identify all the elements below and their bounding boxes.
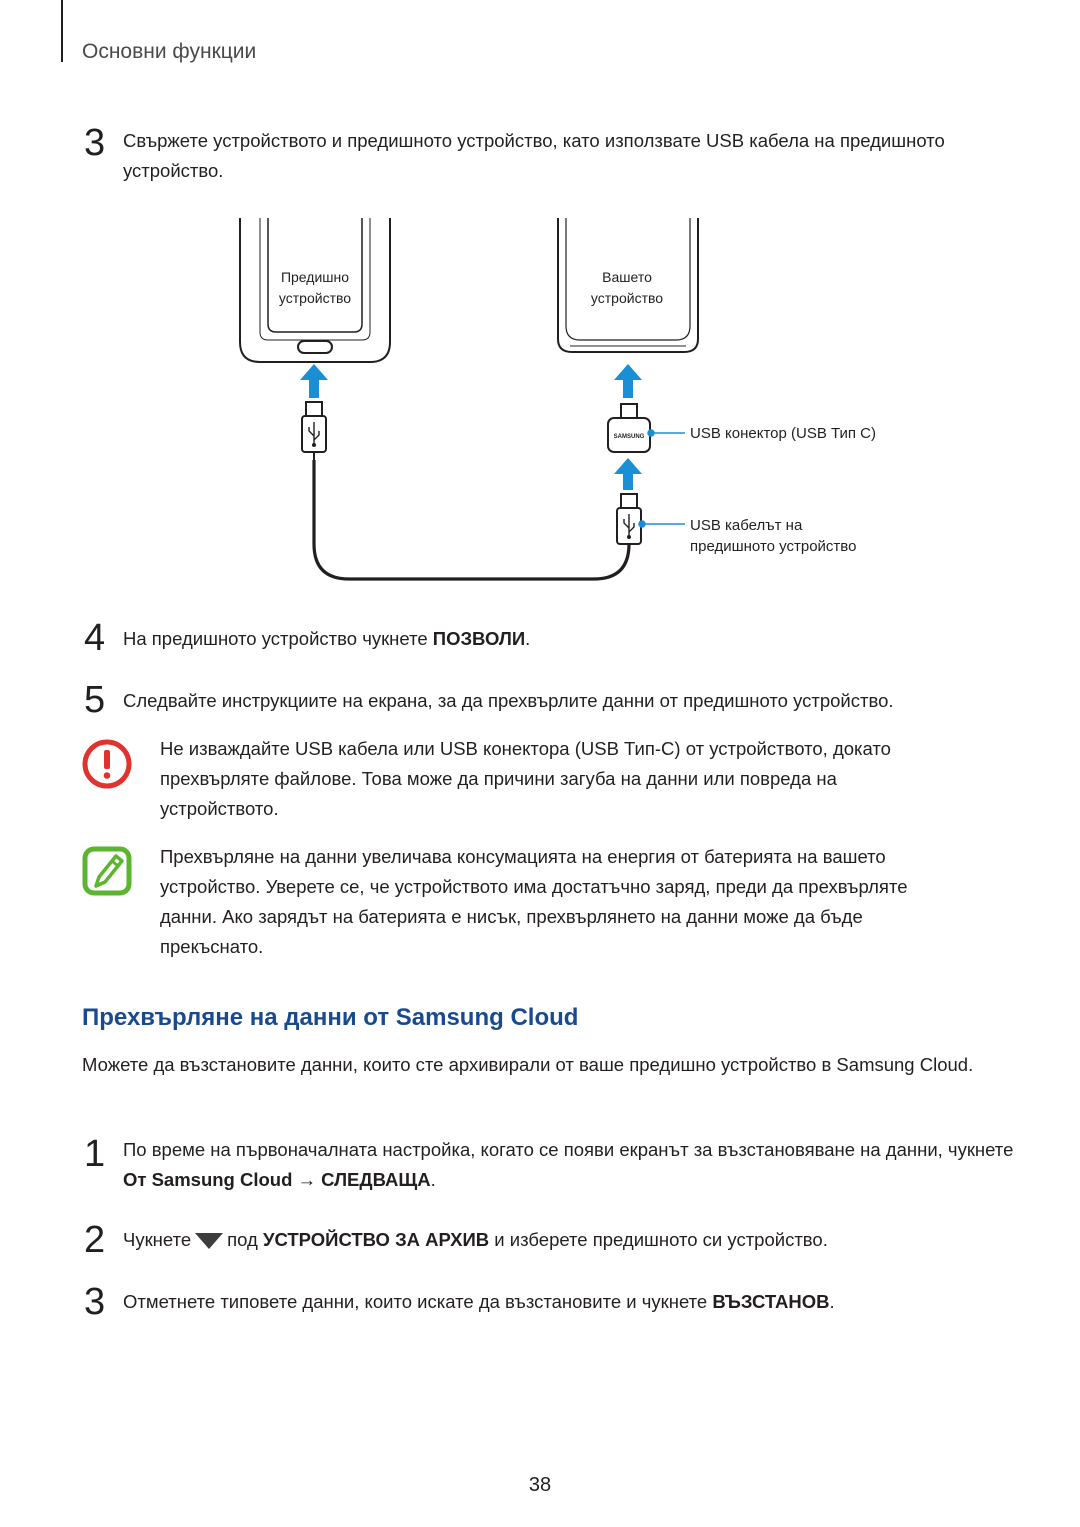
ui-term-backup-device: УСТРОЙСТВО ЗА АРХИВ xyxy=(262,1229,490,1250)
step-number: 3 xyxy=(84,1281,106,1323)
ui-term-restore: ВЪЗСТАНОВ xyxy=(712,1291,830,1312)
label-line: Вашето xyxy=(602,269,652,285)
step-text: Следвайте инструкциите на екрана, за да … xyxy=(123,690,894,711)
ui-term-from-cloud-next: От Samsung Cloud → СЛЕДВАЩА xyxy=(123,1169,431,1190)
dropdown-arrow-icon xyxy=(195,1233,224,1250)
warning-note-text: Не изваждайте USB кабела или USB конекто… xyxy=(160,738,891,819)
step-number: 4 xyxy=(84,617,106,659)
ui-term-allow: ПОЗВОЛИ xyxy=(432,628,526,649)
label-line: устройство xyxy=(278,290,352,306)
usb-connector-illustration xyxy=(607,403,651,453)
label-line: USB кабелът на xyxy=(690,517,803,534)
section-title: Прехвърляне на данни от Samsung Cloud xyxy=(82,1004,579,1031)
section-intro: Можете да възстановите данни, които сте … xyxy=(82,1054,974,1075)
usb-plug-illustration xyxy=(301,401,642,581)
note-pencil-icon xyxy=(82,846,132,896)
label-line: устройство xyxy=(590,290,664,306)
arrow-up-icon xyxy=(300,364,642,490)
label-line: Предишно xyxy=(280,269,350,285)
step-text: Свържете устройството и предишното устро… xyxy=(123,130,945,181)
callout-line xyxy=(638,429,685,528)
step-number: 5 xyxy=(84,679,106,721)
step-number: 1 xyxy=(84,1133,106,1175)
new-phone-illustration xyxy=(557,218,699,353)
page-number: 38 xyxy=(528,1474,552,1496)
step-text: На предишното устройство чукнете ПОЗВОЛИ… xyxy=(123,628,531,649)
section-header: Основни функции xyxy=(82,40,257,63)
step-number: 3 xyxy=(84,122,106,164)
old-phone-illustration xyxy=(239,218,391,363)
step-text: Отметнете типовете данни, които искате д… xyxy=(123,1291,835,1312)
usb-symbol-icon xyxy=(308,422,635,536)
step-number: 2 xyxy=(84,1219,106,1261)
usb-connection-diagram: SAMSUNG xyxy=(239,218,699,581)
callout-connector-label: USB конектор (USB Тип C) xyxy=(690,425,876,442)
old-device-label: Предишно устройство xyxy=(240,267,390,309)
your-device-label: Вашето устройство xyxy=(552,267,702,309)
connector-logo: SAMSUNG xyxy=(614,434,645,440)
warning-icon xyxy=(82,739,132,789)
callout-cable-label: USB кабелът на предишното устройство xyxy=(690,515,856,557)
label-line: предишното устройство xyxy=(690,538,857,555)
step-text: По време на първоначалната настройка, ко… xyxy=(123,1139,1014,1190)
header-rule xyxy=(61,0,63,62)
tip-note-text: Прехвърляне на данни увеличава консумаци… xyxy=(160,846,908,957)
